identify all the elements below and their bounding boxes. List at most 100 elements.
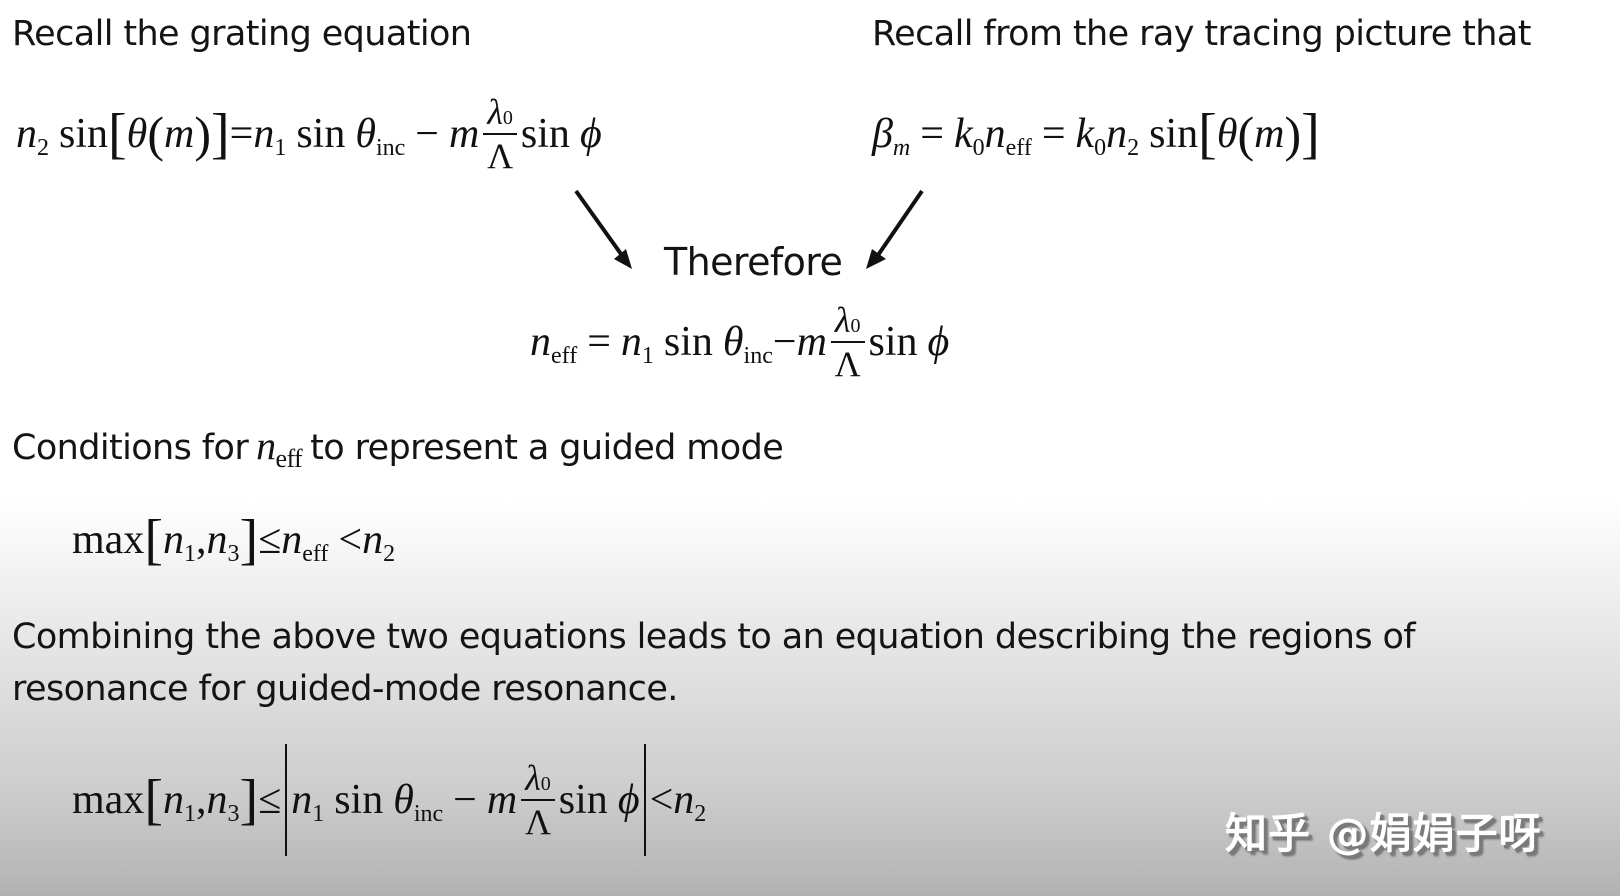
var-m: m	[486, 777, 518, 823]
subscript: eff	[1005, 134, 1032, 161]
equals-sign: =	[229, 111, 254, 157]
var-n: n	[291, 777, 313, 823]
subscript: 0	[1094, 134, 1107, 161]
fraction-lambda-over-Lambda: λ0 Λ	[483, 94, 517, 174]
subscript: eff	[551, 342, 578, 369]
var-theta: θ	[722, 319, 744, 365]
var-theta: θ	[355, 111, 376, 157]
var-lambda: λ	[525, 758, 541, 798]
subscript: 3	[227, 540, 240, 567]
subscript: m	[892, 134, 911, 161]
var-n: n	[256, 423, 276, 468]
var-n: n	[984, 111, 1006, 157]
left-paren: (	[1237, 106, 1255, 162]
abs-bar-right	[643, 744, 646, 856]
var-m: m	[796, 319, 827, 365]
equals-sign: =	[920, 111, 944, 157]
lt-sign: <	[649, 777, 674, 823]
var-phi: ϕ	[617, 777, 640, 823]
right-paren: )	[1284, 106, 1302, 162]
sin-func: sin	[520, 111, 570, 157]
left-bracket: [	[144, 769, 163, 831]
abs-bar-left	[285, 744, 288, 856]
var-Lambda: Λ	[834, 344, 861, 384]
subscript: 0	[850, 315, 861, 337]
fraction-lambda-over-Lambda: λ0 Λ	[521, 760, 555, 840]
sin-func: sin	[558, 777, 608, 823]
var-m: m	[163, 111, 195, 157]
left-heading: Recall the grating equation	[12, 14, 472, 54]
conditions-prefix: Conditions for	[12, 428, 249, 468]
subscript: 1	[183, 800, 196, 827]
var-phi: ϕ	[927, 319, 950, 365]
equals-sign: =	[1041, 111, 1066, 157]
var-theta: θ	[393, 777, 414, 823]
minus-sign: −	[772, 319, 797, 365]
var-phi: ϕ	[579, 111, 602, 157]
var-lambda: λ	[487, 92, 503, 132]
combining-line-2: resonance for guided-mode resonance.	[12, 669, 678, 709]
max-func: max	[72, 777, 145, 823]
var-n: n	[620, 319, 642, 365]
var-k: k	[1075, 111, 1095, 157]
var-Lambda: Λ	[487, 136, 514, 176]
var-n: n	[206, 777, 228, 823]
var-n: n	[281, 517, 303, 563]
sin-func: sin	[334, 777, 384, 823]
subscript: 2	[383, 540, 396, 567]
subscript: inc	[375, 134, 406, 161]
var-lambda: λ	[834, 300, 851, 340]
comma: ,	[195, 517, 207, 563]
subscript: eff	[275, 444, 303, 473]
subscript: inc	[743, 342, 773, 369]
leq-sign: ≤	[258, 777, 282, 823]
var-n: n	[362, 517, 384, 563]
arrow-down-right-icon	[574, 189, 632, 269]
var-n: n	[16, 111, 37, 157]
subscript: 0	[502, 107, 513, 129]
left-paren: (	[147, 106, 164, 162]
right-heading: Recall from the ray tracing picture that	[872, 14, 1531, 54]
sin-func: sin	[663, 319, 713, 365]
subscript: 2	[694, 800, 707, 827]
conditions-suffix: to represent a guided mode	[310, 428, 784, 468]
var-m: m	[1254, 111, 1285, 157]
equals-sign: =	[587, 319, 611, 365]
var-k: k	[953, 111, 973, 157]
var-Lambda: Λ	[524, 802, 552, 842]
sin-func: sin	[868, 319, 918, 365]
left-bracket: [	[1198, 103, 1217, 165]
subscript: 2	[1127, 134, 1140, 161]
left-bracket: [	[144, 509, 163, 571]
right-bracket: ]	[210, 103, 230, 165]
fraction-lambda-over-Lambda: λ0 Λ	[830, 300, 865, 384]
var-n: n	[673, 777, 695, 823]
lt-sign: <	[338, 517, 363, 563]
subscript: 1	[641, 342, 654, 369]
left-bracket: [	[108, 103, 127, 165]
subscript: 2	[37, 134, 49, 161]
var-n: n	[162, 517, 184, 563]
sin-func: sin	[59, 111, 109, 157]
combining-line-1: Combining the above two equations leads …	[12, 617, 1416, 657]
subscript: 0	[540, 773, 551, 795]
comma: ,	[195, 777, 207, 823]
therefore-label: Therefore	[664, 240, 843, 284]
var-m: m	[448, 111, 480, 157]
minus-sign: −	[415, 111, 439, 157]
subscript: 1	[274, 134, 287, 161]
sin-func: sin	[296, 111, 346, 157]
var-beta: β	[872, 111, 893, 157]
right-bracket: ]	[239, 769, 259, 831]
var-n: n	[206, 517, 228, 563]
minus-sign: −	[453, 777, 477, 823]
var-n: n	[162, 777, 184, 823]
max-func: max	[72, 517, 145, 563]
watermark: 知乎 @娟娟子呀	[1225, 809, 1542, 858]
var-n: n	[530, 319, 551, 365]
